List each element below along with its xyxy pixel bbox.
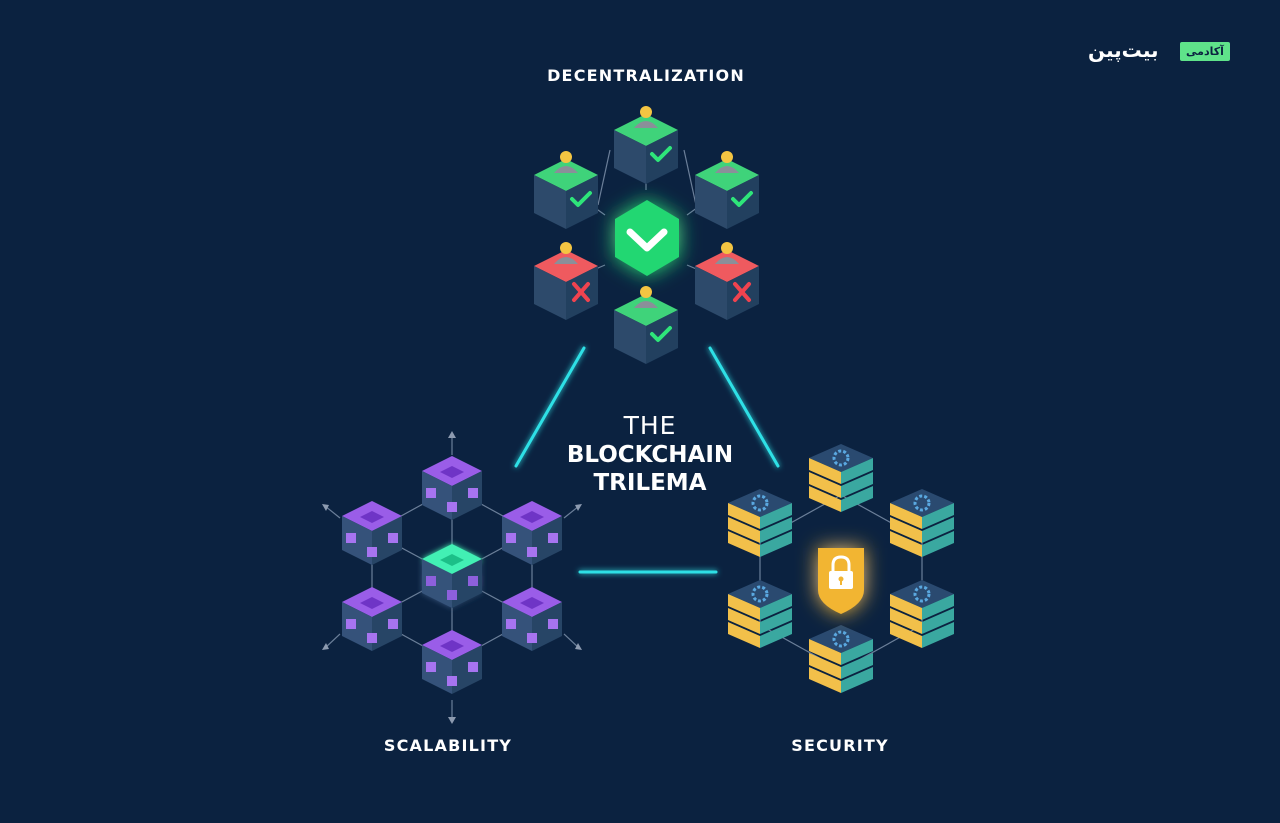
- arrow-icon: [575, 643, 582, 650]
- gear-icon: [913, 585, 931, 603]
- user-icon: [634, 106, 658, 128]
- secure-server-upper-right: [890, 489, 954, 557]
- title-line-blockchain: BLOCKCHAIN: [566, 442, 734, 468]
- scalability-block-lower-right: [502, 587, 562, 651]
- gear-icon: [913, 494, 931, 512]
- lock-shield-badge: [818, 548, 864, 614]
- scalability-block-lower-left: [342, 587, 402, 651]
- gear-icon: [751, 585, 769, 603]
- scalability-block-upper-right: [502, 501, 562, 565]
- secure-server-lower-right: [890, 580, 954, 648]
- consensus-check-badge: [615, 200, 679, 276]
- arrow-icon: [448, 717, 456, 724]
- diagram-title: THE BLOCKCHAIN TRILEMA: [530, 410, 770, 497]
- user-icon: [634, 286, 658, 308]
- validator-node-rejected: [534, 242, 598, 320]
- validator-node-approved: [614, 286, 678, 364]
- title-line-trilema: TRILEMA: [593, 470, 707, 496]
- user-icon: [554, 151, 578, 173]
- user-icon: [715, 242, 739, 264]
- check-icon: [570, 191, 592, 207]
- cross-icon: [572, 282, 590, 302]
- connector-left: [514, 346, 586, 468]
- secure-server-upper-left: [728, 489, 792, 557]
- gear-icon: [832, 630, 850, 648]
- validator-node-rejected: [695, 242, 759, 320]
- expansion-arrows: [322, 431, 582, 724]
- scalability-block-bottom: [422, 630, 482, 694]
- decentralization-label: DECENTRALIZATION: [547, 66, 745, 85]
- check-icon: [650, 326, 672, 342]
- arrow-icon: [448, 431, 456, 438]
- check-icon: [650, 146, 672, 162]
- security-label: SECURITY: [791, 736, 889, 755]
- scalability-label: SCALABILITY: [383, 736, 513, 755]
- gear-icon: [832, 449, 850, 467]
- secure-server-bottom: [809, 625, 873, 693]
- cross-icon: [733, 282, 751, 302]
- arrow-icon: [322, 643, 329, 650]
- brand-wordmark: بیت‌پین: [1088, 38, 1159, 62]
- brand-logo: بیت‌پین آکادمی: [1088, 38, 1238, 64]
- validator-node-approved: [614, 106, 678, 184]
- arrow-icon: [575, 504, 582, 511]
- scalability-block-top: [422, 456, 482, 520]
- user-icon: [554, 242, 578, 264]
- connector-right: [708, 346, 780, 468]
- scalability-block-upper-left: [342, 501, 402, 565]
- arrow-icon: [322, 504, 329, 511]
- gear-icon: [751, 494, 769, 512]
- secure-server-lower-left: [728, 580, 792, 648]
- check-icon: [731, 191, 753, 207]
- validator-node-approved: [695, 151, 759, 229]
- user-icon: [715, 151, 739, 173]
- lock-icon: [829, 555, 853, 589]
- validator-node-approved: [534, 151, 598, 229]
- brand-tag: آکادمی: [1180, 42, 1230, 61]
- scalability-block-center: [422, 544, 482, 608]
- secure-server-top: [809, 444, 873, 512]
- title-line-the: THE: [623, 411, 677, 440]
- trilemma-connectors: [514, 346, 780, 574]
